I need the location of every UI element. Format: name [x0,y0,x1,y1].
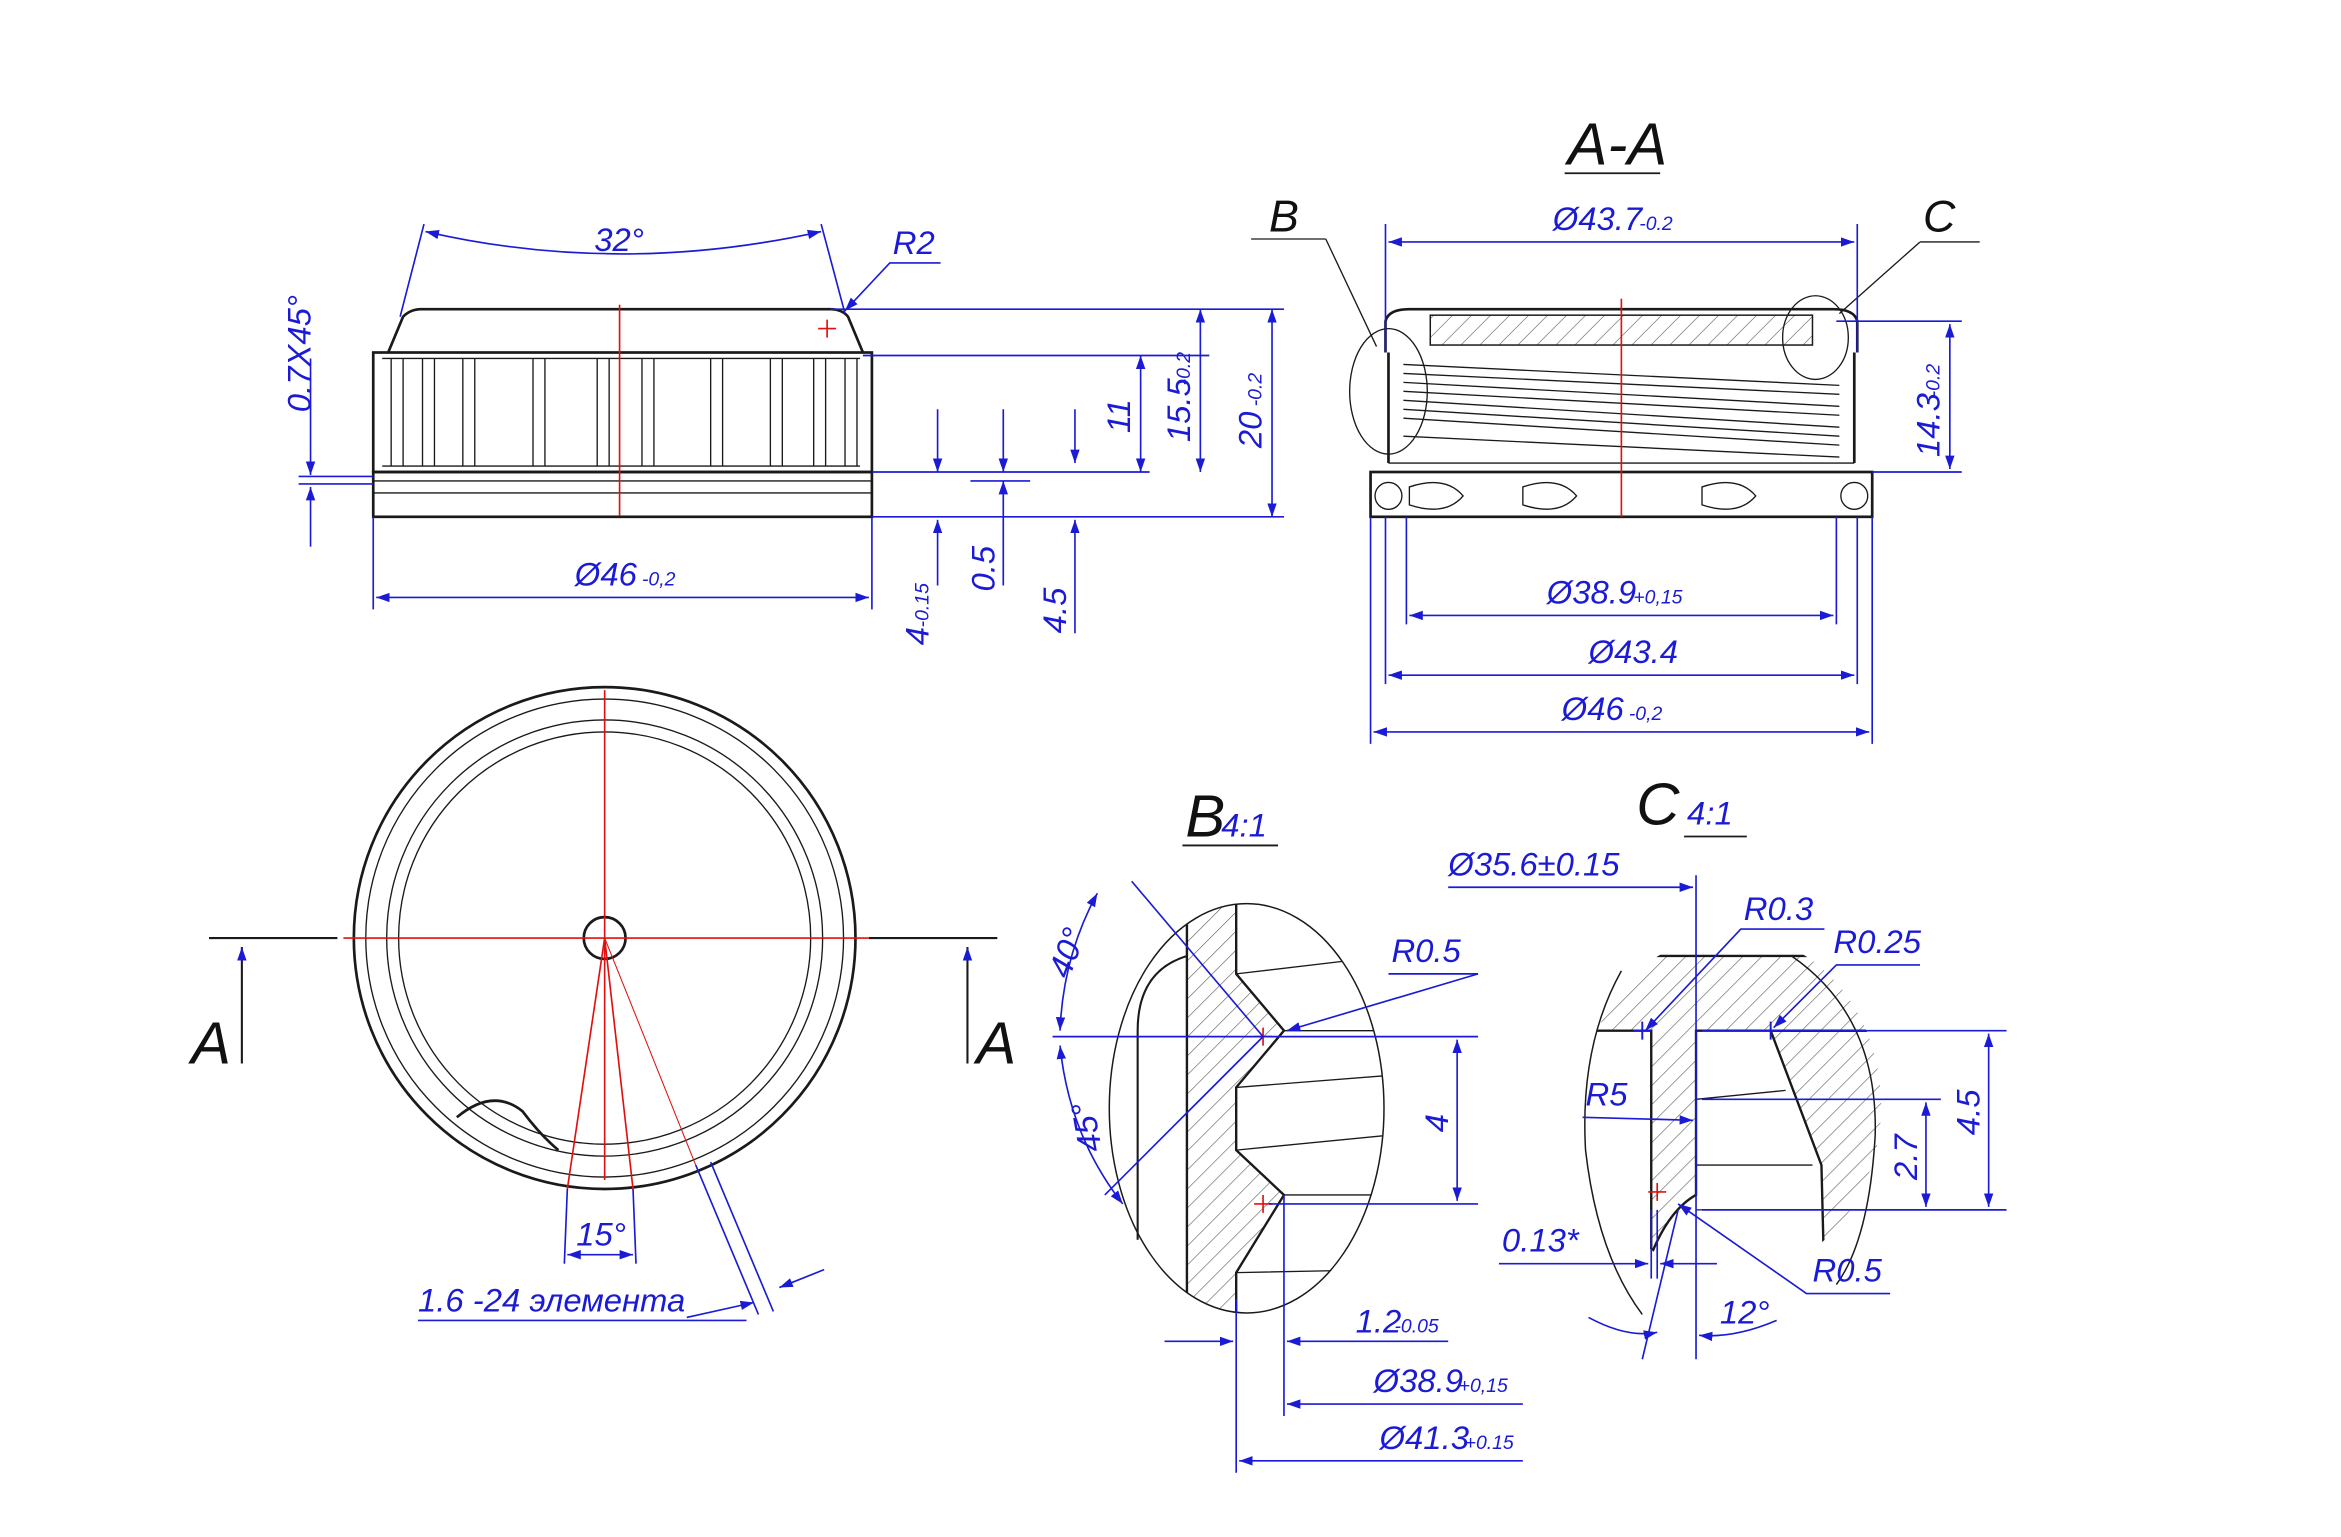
rib-note-label: 1.6 -24 элемента [418,1281,685,1318]
dia-41-3-label: Ø41.3 [1379,1419,1469,1456]
cut-a-right-label: A [973,1009,1016,1076]
height-15-5-tol: -0.2 [1173,352,1195,386]
dia-43-4-label: Ø43.4 [1588,633,1678,670]
cap-skirt [371,470,874,519]
detail-b-dia-38-9-tol: +0,15 [1459,1375,1508,1397]
dim-0-5-label: 0.5 [964,545,1001,591]
detail-b-dia-38-9-label: Ø38.9 [1373,1362,1463,1399]
angle-12-label: 12° [1720,1293,1770,1330]
dia-38-9-label: Ø38.9 [1546,573,1636,610]
cap-top-outline [386,307,865,354]
height-11-label: 11 [1100,399,1137,433]
height-14-3-tol: -0.2 [1922,364,1944,398]
height-4-5-label: 4.5 [1950,1089,1987,1135]
angle-32-label: 32° [594,221,644,258]
callout-c-label: C [1923,192,1956,242]
dia-43-7-tol: -0.2 [1639,213,1673,235]
cut-a-left-label: A [188,1009,231,1076]
dim-1-2-label: 1.2 [1356,1302,1402,1339]
angle-45-label: 45° [1064,1100,1109,1155]
dia-46-label: Ø46 [574,556,638,593]
height-20-tol: -0.2 [1245,373,1267,407]
angle-40-label: 40° [1041,923,1093,982]
detail-b-title: B [1185,782,1225,849]
section-wall [1387,352,1856,464]
r5-label: R5 [1586,1075,1629,1112]
dim-4-5-label: 4.5 [1036,587,1073,633]
r0-3-label: R0.3 [1744,890,1813,927]
height-15-5-label: 15.5 [1160,377,1197,442]
tamper-feature [455,1099,560,1152]
r0-25-label: R0.25 [1833,923,1921,960]
radius-r2-label: R2 [893,224,935,261]
height-20-label: 20 [1232,412,1269,450]
angle-15-label: 15° [576,1216,626,1253]
dia-46-tol: -0,2 [642,569,676,591]
dim-0-13-label: 0.13* [1502,1222,1580,1259]
detail-b-r0-5-label: R0.5 [1391,932,1461,969]
dia-41-3-tol: +0.15 [1465,1432,1514,1454]
detail-b: B 4:1 40° 45° R0.5 4 1.2 -0.05 [1041,782,1523,1473]
front-view: 32° R2 0.7X45° 11 15.5 -0.2 20 -0.2 4 [281,221,1284,645]
height-14-3-label: 14.3 [1909,393,1946,457]
detail-c-r0-5-label: R0.5 [1812,1252,1882,1289]
detail-c-title: C [1636,771,1680,838]
dia-43-7-label: Ø43.7 [1552,200,1644,237]
skirt-slots [1374,481,1869,511]
dim-4-label: 4 [899,627,936,645]
dim-4-tol: -0.15 [912,583,934,627]
pitch-4-label: 4 [1418,1114,1455,1132]
detail-c-scale: 4:1 [1687,795,1733,832]
top-view: A A 15° 1.6 -24 элемента [188,685,1016,1322]
height-2-7-label: 2.7 [1887,1133,1924,1181]
section-title: A-A [1565,110,1668,177]
chamfer-label: 0.7X45° [281,295,318,412]
detail-b-scale: 4:1 [1221,806,1267,843]
center-mark [818,319,837,338]
detail-c: C 4:1 Ø35.6±0.15 R0.3 R0.25 R5 4.5 2.7 [1447,771,2007,1360]
dia-46-section-tol: -0,2 [1629,703,1663,725]
dim-1-2-tol: -0.05 [1394,1315,1438,1337]
dia-46-section-label: Ø46 [1561,690,1625,727]
knurl-ribs [382,357,860,467]
cap-knurl-band [371,351,874,474]
callout-b-label: B [1269,192,1299,242]
section-a-a: A-A B C Ø43.7 -0.2 [1251,110,1980,744]
dia-35-6-label: Ø35.6±0.15 [1447,845,1620,882]
dia-38-9-tol: +0,15 [1633,586,1682,608]
